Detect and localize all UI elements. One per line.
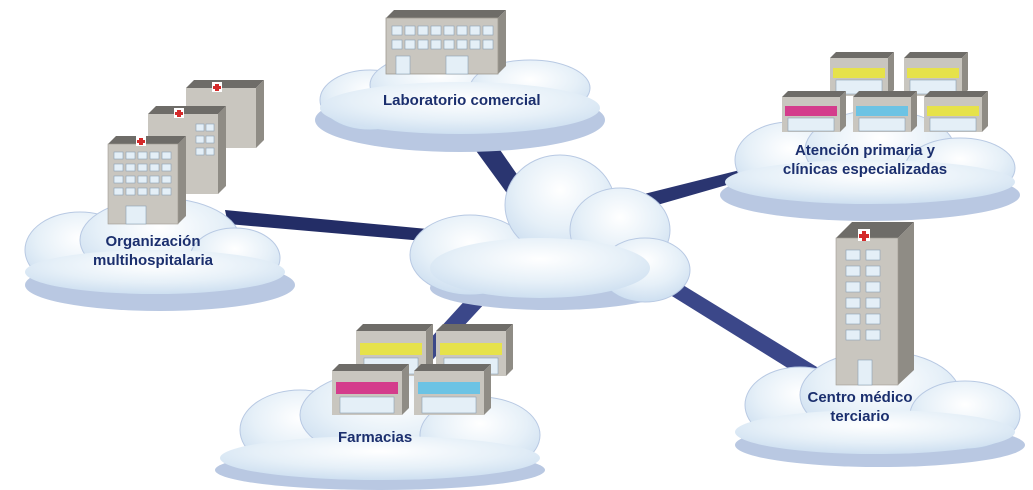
shop-4: [853, 91, 917, 132]
label-primary-care-line2: clínicas especializadas: [782, 161, 948, 178]
cloud-primary-care: [720, 109, 1020, 221]
shop-2: [904, 52, 968, 96]
shop-5: [924, 91, 988, 132]
label-multihospital-line1: Organización: [105, 233, 201, 250]
label-tertiary: Centro médico terciario: [790, 388, 930, 426]
building-laboratory: [385, 10, 506, 75]
label-pharmacies: Farmacias: [338, 428, 412, 447]
link-multihospital: [225, 210, 470, 245]
cloud-tertiary: [735, 350, 1025, 467]
label-laboratory-text: Laboratorio comercial: [383, 92, 541, 109]
shops-primary-care: [782, 52, 988, 132]
label-tertiary-line1: Centro médico: [807, 389, 913, 406]
label-primary-care: Atención primaria y clínicas especializa…: [760, 141, 970, 179]
link-tertiary: [630, 260, 830, 385]
label-laboratory: Laboratorio comercial: [383, 91, 541, 110]
cloud-center: [409, 154, 691, 310]
hospital-front: [107, 136, 186, 225]
label-tertiary-line2: terciario: [830, 408, 890, 425]
label-multihospital: Organización multihospitalaria: [78, 232, 228, 270]
label-multihospital-line2: multihospitalaria: [92, 252, 214, 269]
shop-3: [782, 91, 846, 132]
shop-1: [830, 52, 894, 96]
label-pharmacies-text: Farmacias: [338, 429, 413, 446]
building-tertiary: [835, 222, 914, 386]
hospitals-multihospital: [107, 80, 264, 225]
shops-pharmacies: [332, 324, 513, 415]
label-primary-care-line1: Atención primaria y: [794, 142, 936, 159]
pharmacy-3: [332, 364, 409, 415]
pharmacy-4: [414, 364, 491, 415]
